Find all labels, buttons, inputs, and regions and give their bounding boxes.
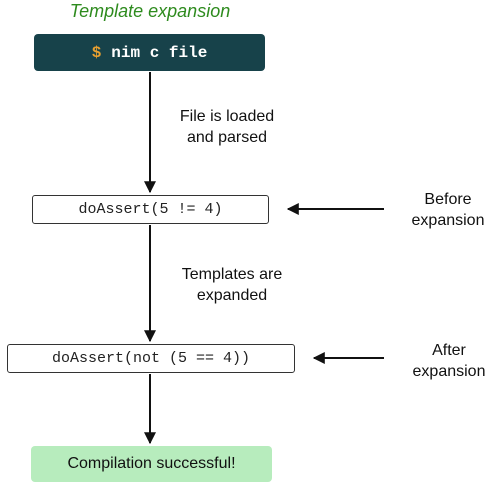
step-file-loaded-label: File is loaded and parsed xyxy=(179,108,275,146)
code-after-text: doAssert(not (5 == 4)) xyxy=(51,350,251,367)
shell-prompt: $ xyxy=(91,43,102,62)
compilation-success-text: Compilation successful! xyxy=(67,455,236,472)
compilation-success-box: Compilation successful! xyxy=(31,446,272,482)
code-before-box: doAssert(5 != 4) xyxy=(32,195,269,224)
code-before-text: doAssert(5 != 4) xyxy=(78,201,223,218)
code-after-box: doAssert(not (5 == 4)) xyxy=(7,344,295,373)
before-expansion-label: Before expansion xyxy=(411,191,485,229)
command-box: $ nim c file xyxy=(34,34,265,71)
command-text: nim c file xyxy=(111,43,208,62)
step-templates-expanded-label: Templates are expanded xyxy=(181,266,283,304)
diagram-title: Template expansion xyxy=(69,1,231,21)
after-expansion-label: After expansion xyxy=(412,342,486,380)
